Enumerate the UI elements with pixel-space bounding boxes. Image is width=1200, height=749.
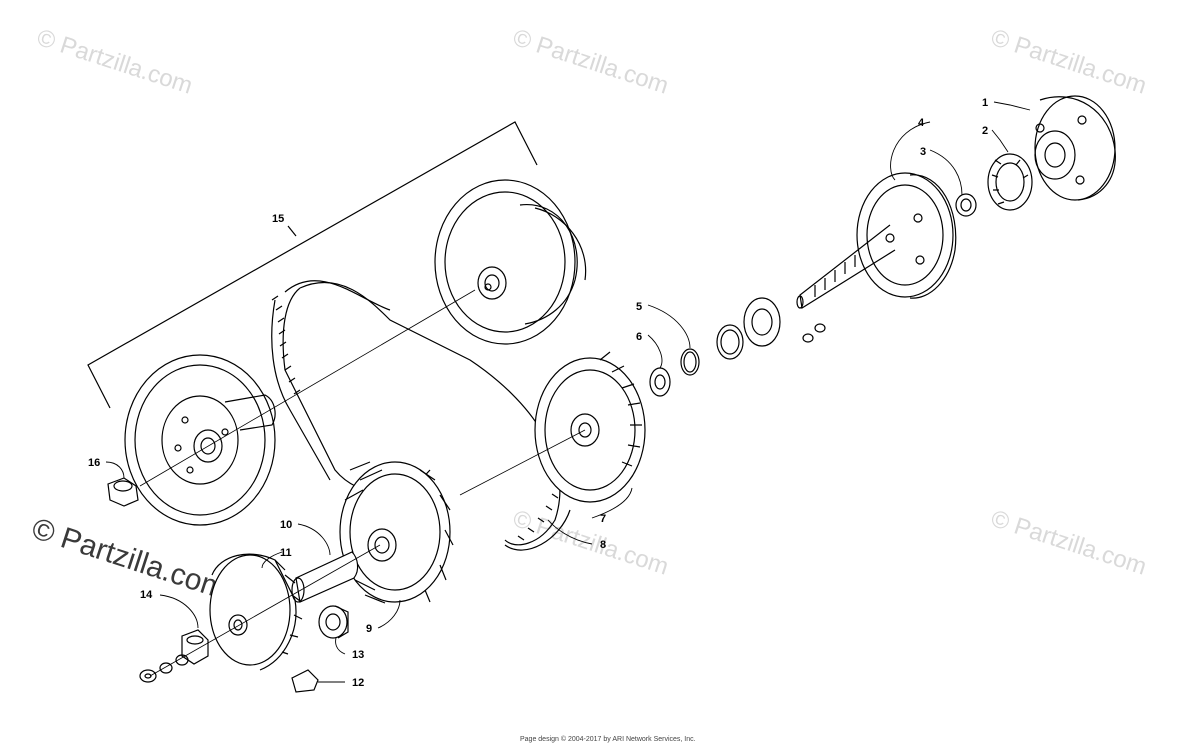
copyright-footer: Page design © 2004-2017 by ARI Network S… [520, 736, 696, 743]
bearing-2 [987, 153, 1033, 211]
drive-belt [271, 280, 571, 551]
bushing-3 [955, 193, 977, 217]
callout-16: 16 [88, 457, 100, 469]
callout-12: 12 [352, 677, 364, 689]
washer-set [139, 654, 189, 683]
callout-9: 9 [366, 623, 372, 635]
callout-14: 14 [140, 589, 153, 601]
callout-4: 4 [918, 117, 925, 129]
callout-11: 11 [280, 547, 292, 559]
callout-1: 1 [982, 97, 988, 109]
sleeve-10 [291, 551, 359, 603]
housing-1 [1034, 95, 1116, 201]
callout-2: 2 [982, 125, 988, 137]
callout-15: 15 [272, 213, 284, 225]
axis-lines [139, 289, 586, 677]
callout-7: 7 [600, 513, 606, 525]
assembly-bracket-15 [87, 121, 538, 409]
nut-16 [107, 477, 139, 507]
fixed-sheave [124, 354, 276, 526]
o-ring-5 [680, 348, 700, 376]
callout-10: 10 [280, 519, 292, 531]
callout-6: 6 [636, 331, 642, 343]
nut-14 [181, 629, 209, 665]
hub-shaft-4 [796, 172, 957, 309]
weight-12 [291, 669, 319, 693]
movable-sheave-9 [339, 461, 454, 604]
spacer-6 [649, 367, 671, 397]
callout-13: 13 [352, 649, 364, 661]
cover-11 [209, 553, 303, 671]
fan-7 [534, 351, 646, 503]
roller-13 [318, 605, 349, 639]
screw [802, 323, 826, 343]
leader-lines [105, 101, 1031, 683]
callout-3: 3 [920, 146, 926, 158]
driven-clutch [434, 179, 587, 345]
callout-8: 8 [600, 539, 606, 551]
callout-5: 5 [636, 301, 642, 313]
bearing [716, 297, 781, 360]
callout-labels: 1 2 3 4 5 6 7 8 9 10 11 12 13 14 15 16 [88, 97, 988, 689]
